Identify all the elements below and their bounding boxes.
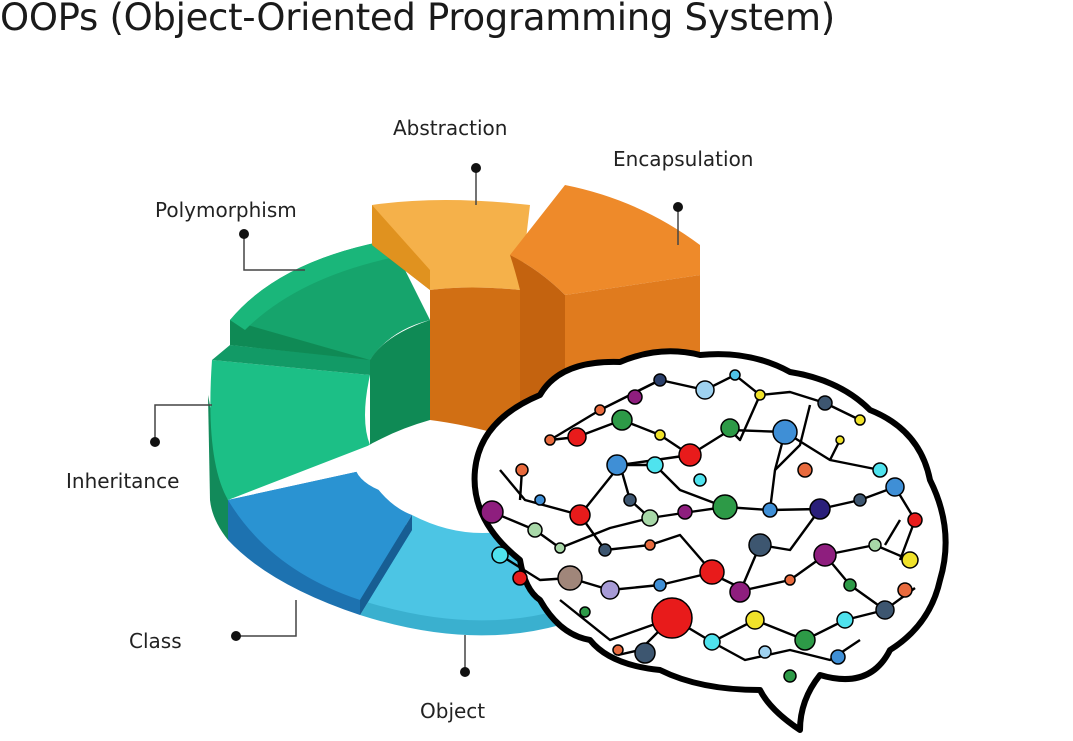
segment-inheritance: [208, 345, 375, 540]
label-encapsulation: Encapsulation: [613, 147, 753, 171]
brain-network-illustration: [471, 348, 949, 733]
page-title: OOPs (Object-Oriented Programming System…: [0, 0, 835, 39]
label-inheritance: Inheritance: [66, 469, 179, 493]
leader-lines: [154, 168, 679, 672]
segment-polymorphism: [230, 240, 430, 445]
label-object: Object: [420, 699, 485, 723]
label-polymorphism: Polymorphism: [155, 198, 297, 222]
label-abstraction: Abstraction: [393, 116, 507, 140]
segment-class: [228, 470, 412, 615]
leader-dots: [150, 163, 683, 677]
label-class: Class: [129, 629, 182, 653]
brain-nodes: [480, 369, 923, 683]
segment-abstraction: [372, 200, 530, 440]
